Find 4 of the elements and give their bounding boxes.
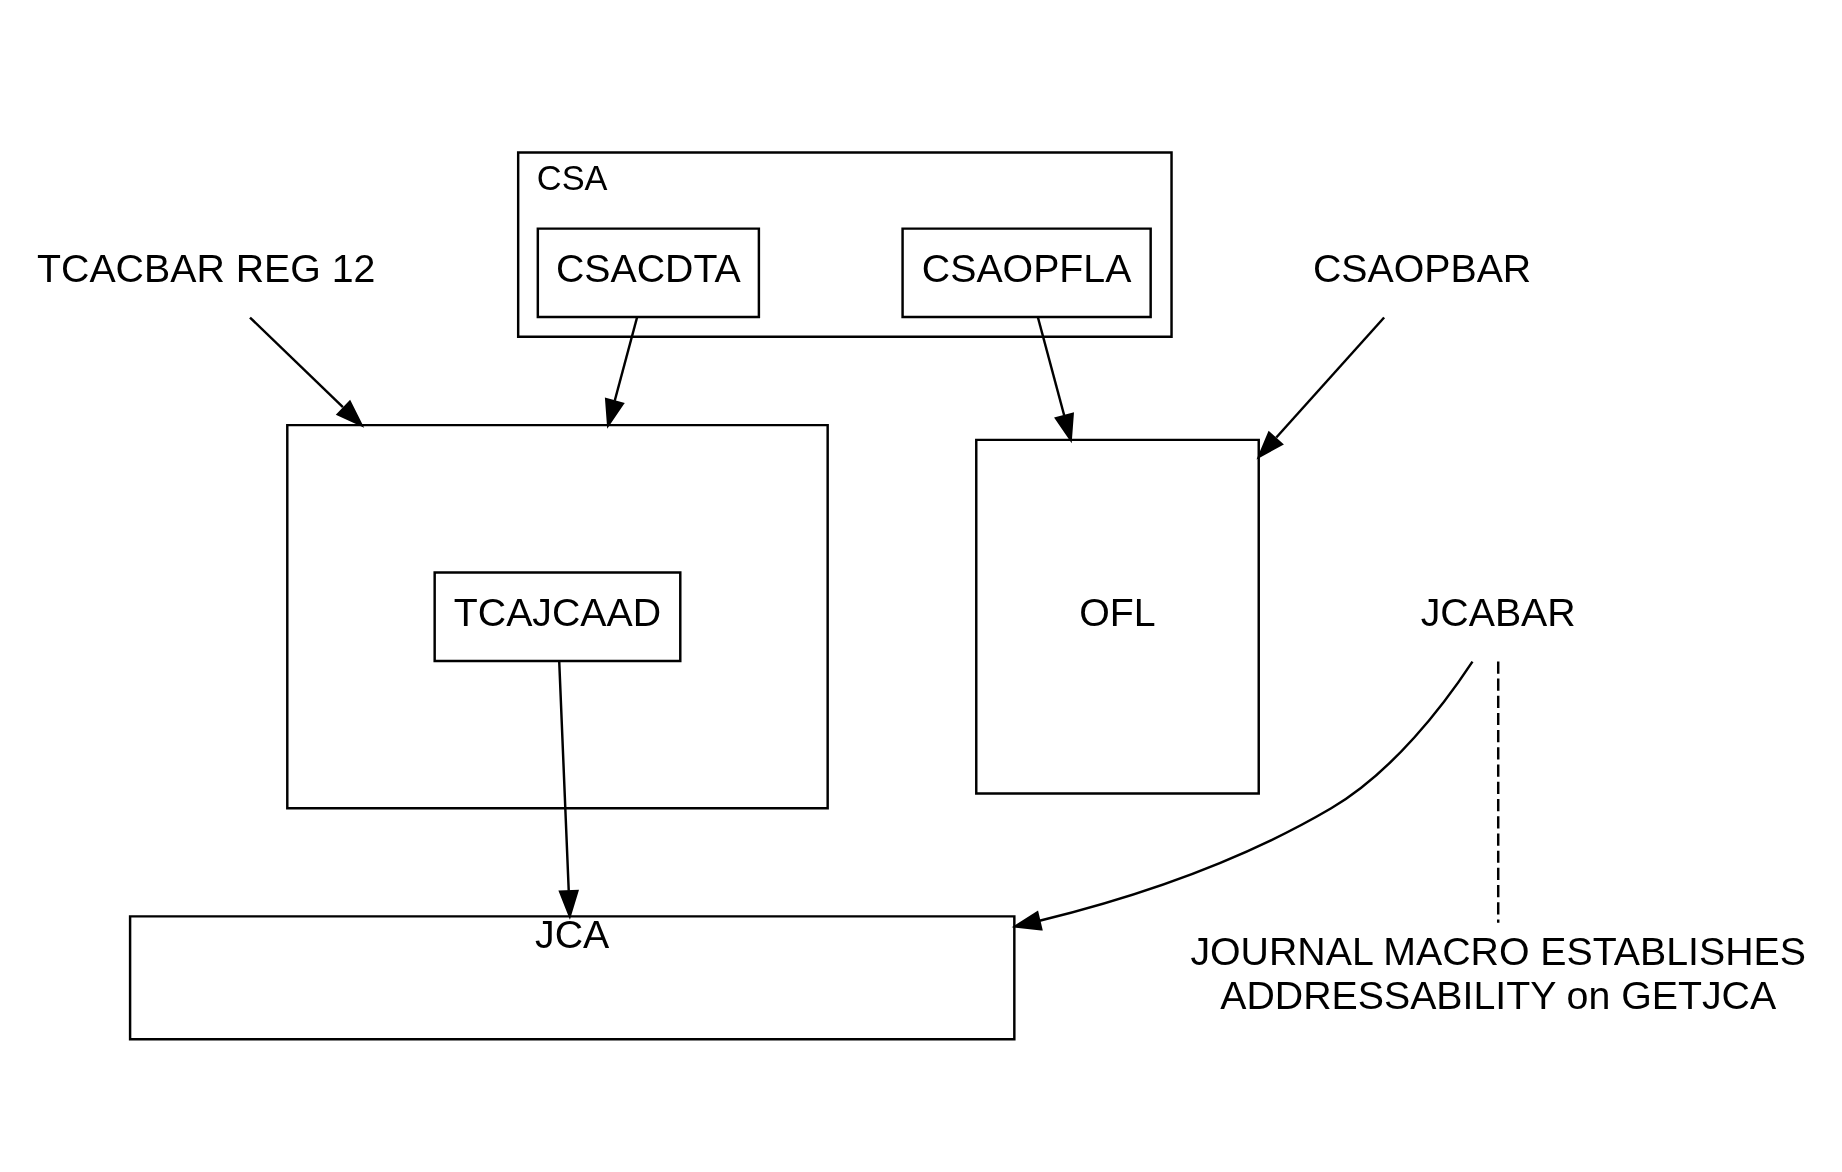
node-text: TCACBAR REG 12: [37, 246, 376, 291]
node-text: JOURNAL MACRO ESTABLISHES ADDRESSABILITY on GETJCA: [1190, 929, 1806, 1018]
node-text: JCABAR: [1420, 590, 1576, 635]
node-text: CSAOPBAR: [1312, 246, 1532, 291]
